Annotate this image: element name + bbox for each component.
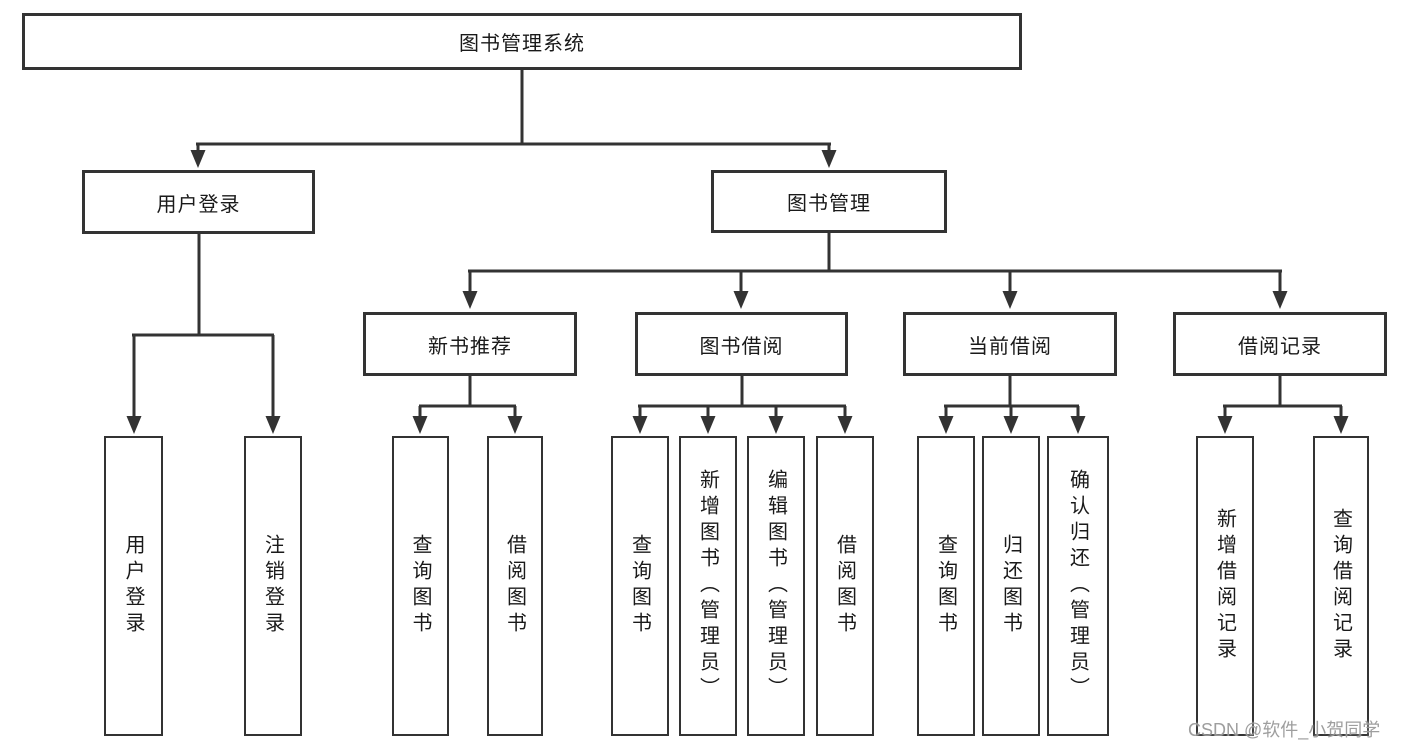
leaf-query-books-current: 查询图书 (917, 436, 975, 736)
node-book-mgmt: 图书管理 (711, 170, 947, 233)
node-book-borrow-label: 图书借阅 (699, 335, 784, 358)
node-root-label: 图书管理系统 (459, 33, 585, 55)
node-user-login: 用户登录 (82, 170, 315, 234)
leaf-return-books-label: 归还图书 (999, 534, 1022, 638)
node-user-login-label: 用户登录 (156, 193, 241, 216)
leaf-add-borrow-record: 新增借阅记录 (1196, 436, 1254, 736)
leaf-query-books-rec: 查询图书 (392, 436, 449, 736)
leaf-logout: 注销登录 (244, 436, 302, 736)
leaf-query-books-borrow: 查询图书 (611, 436, 669, 736)
leaf-add-books-admin-label: 新增图书（管理员） (696, 469, 719, 703)
leaf-borrow-books-rec: 借阅图书 (487, 436, 543, 736)
leaf-user-login-label: 用户登录 (122, 534, 144, 638)
node-book-borrow: 图书借阅 (635, 312, 848, 376)
leaf-return-books: 归还图书 (982, 436, 1040, 736)
leaf-edit-books-admin-label: 编辑图书（管理员） (764, 469, 787, 703)
leaf-add-books-admin: 新增图书（管理员） (679, 436, 737, 736)
leaf-query-books-rec-label: 查询图书 (409, 534, 431, 638)
node-current-borrow-label: 当前借阅 (968, 335, 1052, 358)
node-book-mgmt-label: 图书管理 (787, 193, 871, 215)
leaf-borrow-books-rec-label: 借阅图书 (503, 534, 526, 638)
leaf-confirm-return-admin: 确认归还（管理员） (1047, 436, 1109, 736)
leaf-query-borrow-record-label: 查询借阅记录 (1329, 508, 1352, 664)
csdn-watermark: CSDN @软件_小贺同学 (1188, 720, 1381, 740)
leaf-add-borrow-record-label: 新增借阅记录 (1213, 508, 1236, 664)
leaf-confirm-return-admin-label: 确认归还（管理员） (1066, 469, 1089, 703)
leaf-user-login: 用户登录 (104, 436, 163, 736)
node-new-book-rec-label: 新书推荐 (428, 335, 512, 358)
leaf-borrow-books-label: 借阅图书 (833, 534, 856, 638)
node-new-book-rec: 新书推荐 (363, 312, 577, 376)
leaf-query-books-borrow-label: 查询图书 (628, 534, 651, 638)
node-current-borrow: 当前借阅 (903, 312, 1117, 376)
leaf-edit-books-admin: 编辑图书（管理员） (747, 436, 805, 736)
leaf-logout-label: 注销登录 (261, 534, 284, 638)
arrowhead-group (126, 150, 1349, 434)
leaf-query-books-current-label: 查询图书 (934, 534, 957, 638)
node-root: 图书管理系统 (22, 13, 1022, 70)
node-borrow-record-label: 借阅记录 (1238, 335, 1322, 358)
node-borrow-record: 借阅记录 (1173, 312, 1387, 376)
leaf-borrow-books: 借阅图书 (816, 436, 874, 736)
leaf-query-borrow-record: 查询借阅记录 (1313, 436, 1369, 736)
